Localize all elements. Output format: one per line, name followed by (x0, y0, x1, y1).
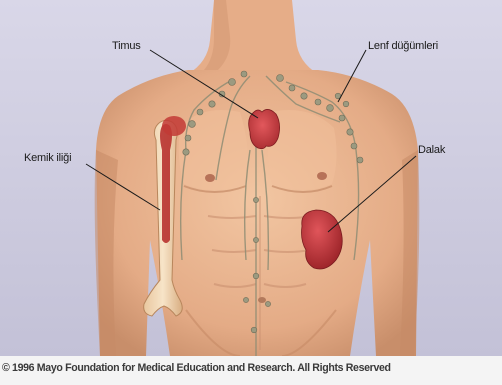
humerus-head (162, 116, 186, 136)
right-nipple (317, 172, 327, 180)
lymphatic-system-illustration (0, 0, 502, 356)
label-timus: Timus (112, 40, 141, 52)
label-dalak: Dalak (418, 144, 445, 156)
label-lenf-dugumleri: Lenf düğümleri (368, 40, 438, 52)
copyright-text: © 1996 Mayo Foundation for Medical Educa… (2, 362, 391, 374)
left-nipple (205, 174, 215, 182)
copyright-bar: © 1996 Mayo Foundation for Medical Educa… (0, 356, 502, 385)
label-kemik-iligi: Kemik iliği (24, 152, 71, 164)
navel (258, 297, 266, 303)
